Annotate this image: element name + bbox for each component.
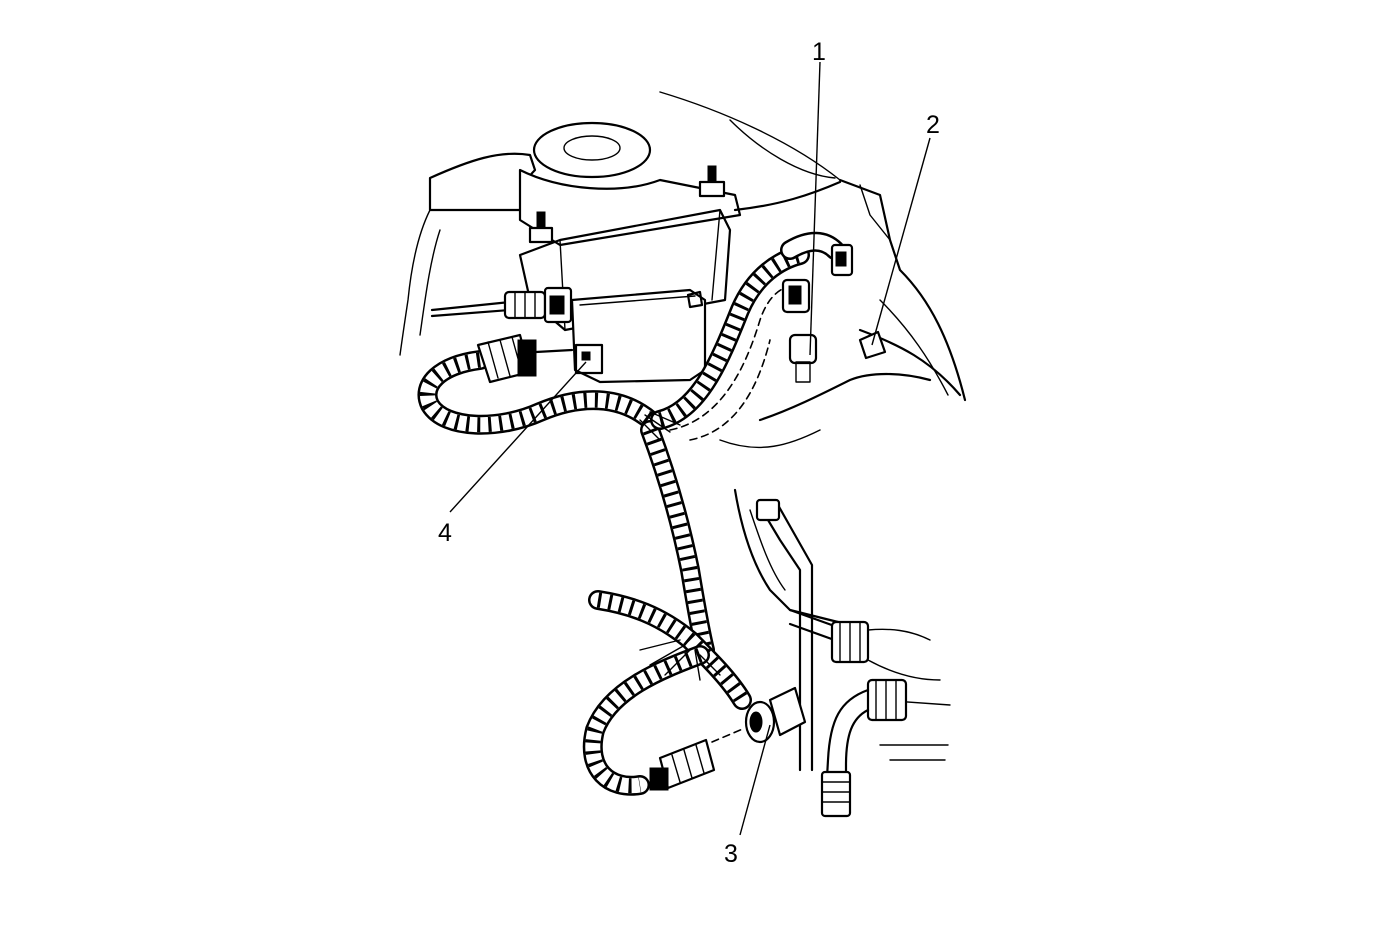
leader-line-2 <box>871 137 931 346</box>
control-module <box>570 288 707 384</box>
elbow-pipe <box>820 678 908 818</box>
callout-leaders <box>449 61 931 836</box>
wiring-harness <box>417 231 845 796</box>
leader-line-4 <box>449 361 587 513</box>
stud-nut-right <box>698 165 726 198</box>
callout-label-1: 1 <box>812 38 826 66</box>
callout-label-3: 3 <box>724 840 738 868</box>
sensor-probe <box>430 286 573 324</box>
leader-line-3 <box>739 724 771 836</box>
harness-connector-lower <box>649 738 716 791</box>
callout-label-4: 4 <box>438 519 452 547</box>
sensor-connector-upper <box>781 243 854 314</box>
sensor-3 <box>744 686 807 744</box>
harness-connector-left <box>476 333 574 384</box>
throttle-body-cover <box>532 121 652 179</box>
callout-label-2: 2 <box>926 111 940 139</box>
sensor-3-alignment-line <box>711 727 746 743</box>
pipe-fitting <box>830 620 870 664</box>
leader-line-1 <box>809 61 821 356</box>
sensor-1 <box>788 333 818 383</box>
stud-nut-left <box>528 211 554 244</box>
engine-block-outline <box>399 91 967 449</box>
transmission-area <box>733 488 951 818</box>
